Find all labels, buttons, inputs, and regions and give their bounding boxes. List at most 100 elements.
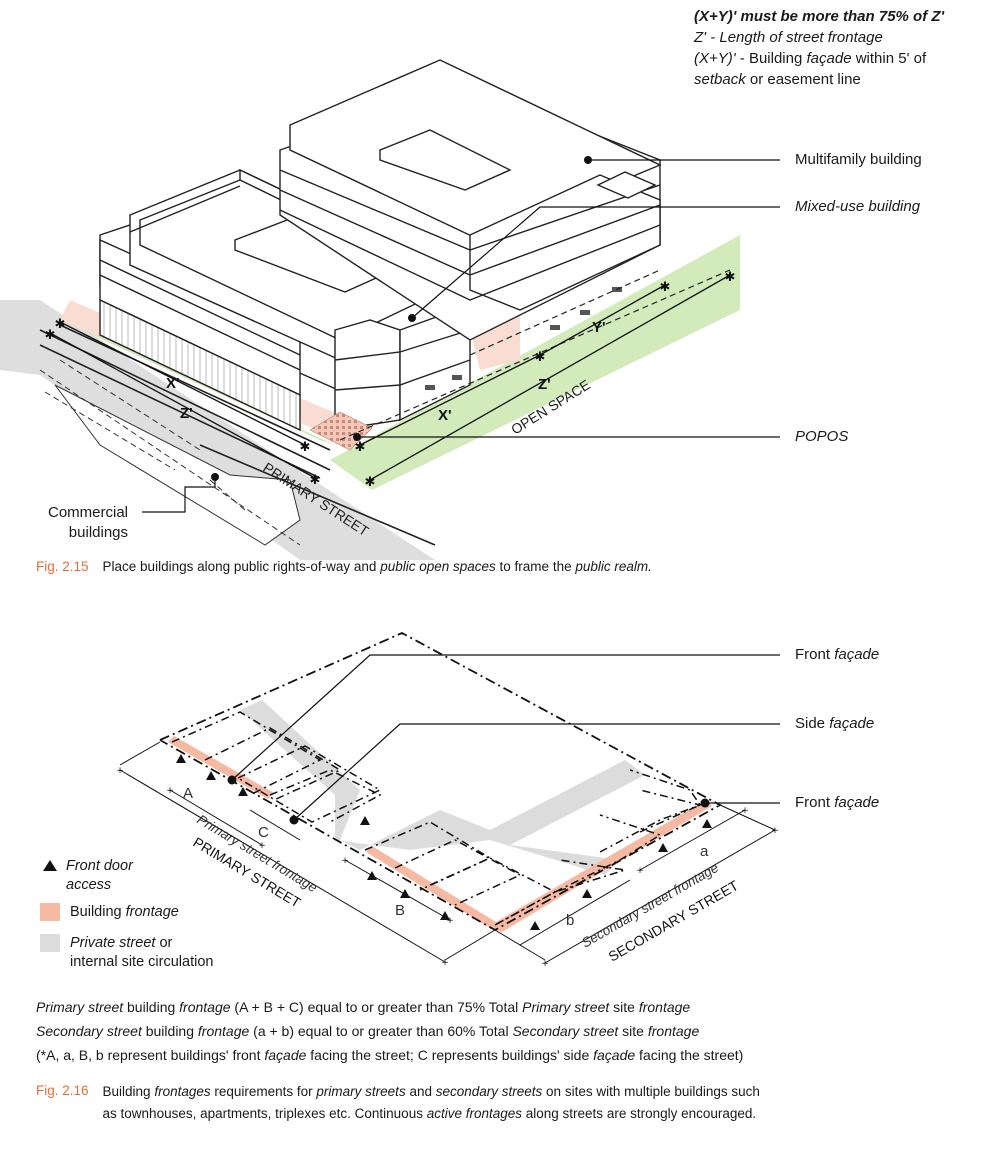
svg-text:+: + bbox=[116, 766, 124, 776]
commercial-lots bbox=[39, 359, 301, 546]
svg-text:+: + bbox=[441, 958, 449, 968]
private-street-swatch bbox=[40, 934, 60, 952]
legend: Front door access Building frontage Priv… bbox=[40, 857, 290, 972]
callout-front-facade-right: Front façade bbox=[795, 794, 879, 811]
legend-building-frontage: Building frontage bbox=[40, 903, 290, 922]
rule-line-3d: within 5' of bbox=[851, 50, 927, 67]
dim-y-right: Y' bbox=[592, 319, 606, 336]
callout-leaders-fig2 bbox=[231, 654, 780, 821]
svg-text:✱: ✱ bbox=[725, 270, 736, 285]
dimension-ticks-fig1: ✱✱ ✱✱✱ ✱✱ ✱✱ bbox=[45, 270, 736, 490]
callout-text: Side bbox=[795, 715, 830, 732]
callout-commercial: Commercial buildings bbox=[48, 503, 128, 543]
callout-text: Front bbox=[795, 646, 835, 663]
callout-dots-fig2 bbox=[227, 775, 710, 825]
caption-text: Building bbox=[102, 1084, 155, 1099]
caption-text: to frame the bbox=[495, 559, 576, 574]
svg-text:+: + bbox=[541, 959, 549, 969]
callout-multifamily: Multifamily building bbox=[795, 151, 922, 168]
dim-b: b bbox=[566, 912, 574, 929]
svg-text:✱: ✱ bbox=[45, 328, 56, 343]
callout-text: façade bbox=[829, 715, 875, 732]
callout-commercial-2: buildings bbox=[68, 524, 129, 541]
req-text: site bbox=[618, 1023, 648, 1039]
req-text: (a + b) equal to or greater than 60% Tot… bbox=[249, 1023, 513, 1039]
caption-number-2-15: Fig. 2.15 bbox=[36, 559, 89, 574]
svg-text:+: + bbox=[446, 916, 454, 926]
legend-text: internal site circulation bbox=[70, 954, 214, 970]
dimension-lines-fig1 bbox=[49, 274, 731, 481]
svg-text:✱: ✱ bbox=[535, 350, 546, 365]
setback-line bbox=[339, 269, 731, 441]
primary-street-road bbox=[40, 300, 435, 560]
dim-B: B bbox=[395, 902, 405, 919]
callout-commercial-1: Commercial bbox=[48, 504, 129, 521]
callout-text: façade bbox=[834, 646, 880, 663]
legend-private-street: Private street or internal site circulat… bbox=[40, 934, 290, 972]
caption-text: and bbox=[405, 1084, 436, 1099]
multifamily-building-shape bbox=[279, 59, 662, 341]
rule-line-4b: or easement line bbox=[745, 71, 861, 88]
rule-line-3a: (X+Y)' bbox=[694, 50, 736, 67]
req-text: frontage bbox=[638, 999, 691, 1015]
legend-text: frontage bbox=[125, 904, 179, 920]
rule-line-1: (X+Y)' must be more than 75% of Z' bbox=[694, 8, 945, 25]
caption-text: frontages bbox=[154, 1084, 211, 1099]
callout-popos: POPOS bbox=[795, 428, 849, 445]
req-text: facing the street) bbox=[635, 1047, 744, 1063]
frontage-requirements: Primary street building frontage (A + B … bbox=[36, 995, 996, 1067]
secondary-frontage-strip bbox=[490, 800, 712, 932]
front-door-triangle-icon bbox=[43, 860, 57, 871]
caption-fig-2-16: Fig. 2.16 Building frontages requirement… bbox=[36, 1081, 986, 1125]
svg-text:+: + bbox=[741, 806, 749, 816]
req-text: Primary street bbox=[522, 999, 610, 1015]
dim-z-left: Z' bbox=[180, 405, 193, 422]
primary-frontage-strip-2 bbox=[366, 846, 496, 928]
svg-text:✱: ✱ bbox=[660, 280, 671, 295]
facade-line bbox=[469, 269, 661, 356]
svg-text:+: + bbox=[341, 856, 349, 866]
rule-line-2: Z' - Length of street frontage bbox=[694, 29, 883, 46]
dim-x-right: X' bbox=[438, 407, 452, 424]
legend-text: Private street bbox=[70, 935, 156, 951]
svg-text:✱: ✱ bbox=[355, 440, 366, 455]
svg-text:+: + bbox=[258, 841, 266, 851]
callout-leaders-fig1 bbox=[142, 159, 780, 513]
private-street-shape bbox=[240, 700, 645, 875]
req-text: frontage bbox=[179, 999, 231, 1015]
callout-side-facade: Side façade bbox=[795, 715, 874, 732]
dim-A: A bbox=[183, 785, 193, 802]
open-space-area bbox=[330, 235, 740, 490]
req-text: (A + B + C) equal to or greater than 75%… bbox=[230, 999, 523, 1015]
req-text: Secondary street bbox=[36, 1023, 142, 1039]
svg-text:+: + bbox=[771, 826, 779, 836]
svg-text:+: + bbox=[636, 866, 644, 876]
legend-text: or bbox=[155, 935, 173, 951]
legend-text: Front door bbox=[66, 858, 133, 874]
svg-text:✱: ✱ bbox=[365, 475, 376, 490]
callout-mixed-use: Mixed-use building bbox=[795, 198, 921, 215]
dim-x-left: X' bbox=[166, 375, 180, 392]
callout-text: Front bbox=[795, 794, 835, 811]
caption-text: primary streets bbox=[316, 1084, 406, 1099]
frontage-rule-note: (X+Y)' must be more than 75% of Z' Z' - … bbox=[694, 6, 944, 90]
svg-text:✱: ✱ bbox=[300, 440, 311, 455]
dim-a: a bbox=[700, 843, 709, 860]
side-street-road bbox=[0, 300, 40, 375]
frontage-swatch bbox=[40, 903, 60, 921]
caption-text: along streets are strongly encouraged. bbox=[522, 1106, 757, 1121]
callout-front-facade-top: Front façade bbox=[795, 646, 879, 663]
primary-frontage-strip-1 bbox=[168, 736, 274, 799]
rule-line-4a: setback bbox=[694, 71, 746, 88]
req-text: (*A, a, B, b represent buildings' front bbox=[36, 1047, 265, 1063]
secondary-frontage-label: Secondary street frontage bbox=[579, 860, 721, 951]
req-text: Secondary street bbox=[512, 1023, 619, 1039]
caption-text: public realm. bbox=[575, 559, 652, 574]
svg-text:✱: ✱ bbox=[55, 317, 66, 332]
callout-dots-fig1 bbox=[211, 156, 592, 481]
req-text: frontage bbox=[647, 1023, 700, 1039]
req-text: building bbox=[123, 999, 180, 1015]
caption-number-2-16: Fig. 2.16 bbox=[36, 1083, 89, 1098]
legend-text: Building bbox=[70, 904, 126, 920]
req-text: façade bbox=[593, 1047, 636, 1063]
